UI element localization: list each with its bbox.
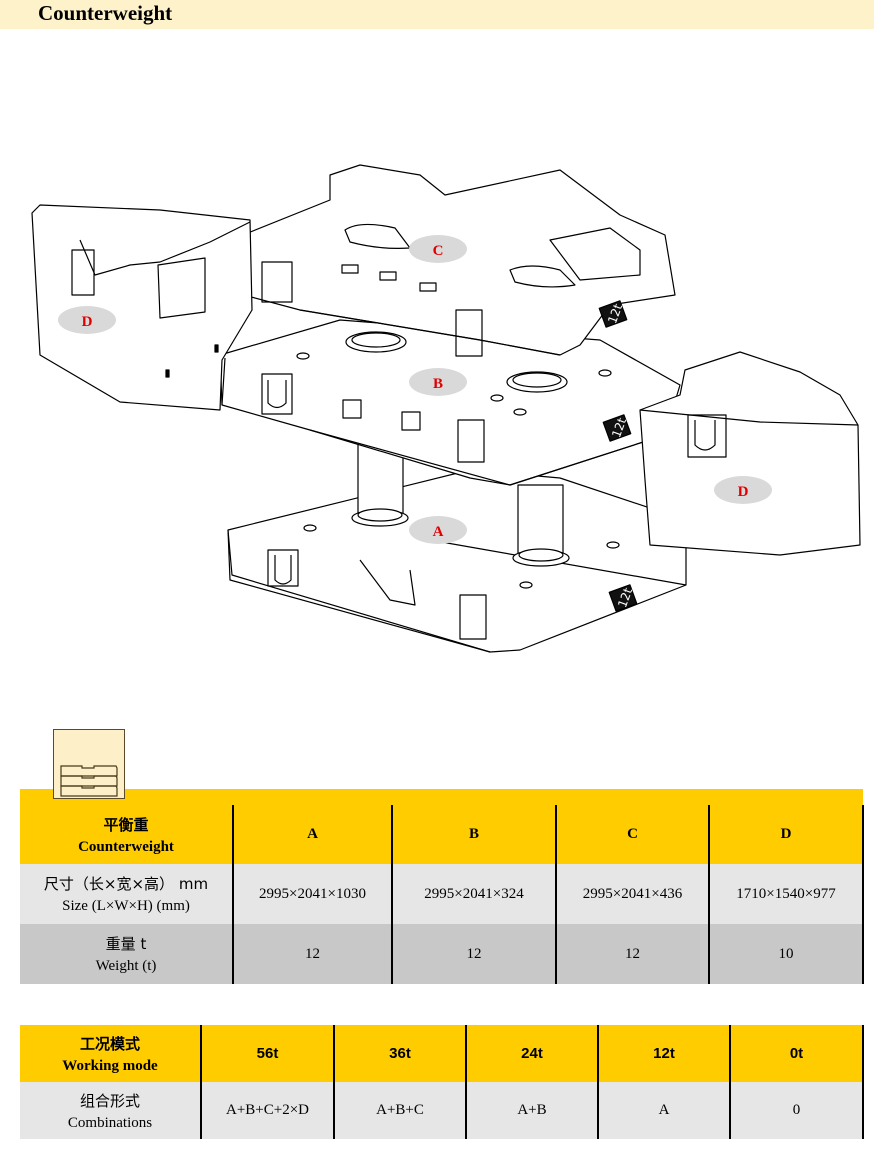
svg-text:12t: 12t: [609, 416, 629, 440]
counterweight-d-left: [31, 204, 253, 411]
table-cell: A+B: [466, 1082, 599, 1139]
row-label-cell: 尺寸（长×宽×高） mm Size (L×W×H) (mm): [20, 864, 234, 924]
counterweight-illustration: 12t: [0, 150, 874, 670]
counterweight-table: 平衡重 Counterweight A B C D 尺寸（长×宽×高） mm S…: [20, 805, 864, 984]
row-label-zh: 组合形式: [79, 1091, 140, 1110]
header-cell: 24t: [466, 1025, 599, 1082]
header-label-cell: 工况模式 Working mode: [20, 1025, 202, 1082]
table-cell: 2995×2041×324: [392, 864, 557, 924]
plate-b: 12t: [219, 319, 681, 486]
header-cell: A: [233, 805, 393, 864]
callout-b: B: [409, 368, 467, 396]
row-label-cell: 组合形式 Combinations: [20, 1082, 202, 1139]
table-row: 尺寸（长×宽×高） mm Size (L×W×H) (mm) 2995×2041…: [20, 864, 864, 924]
row-label-zh: 尺寸（长×宽×高） mm: [43, 875, 209, 893]
plate-mark-a: 12t: [608, 584, 638, 612]
row-label-en: Combinations: [67, 1114, 153, 1131]
callout-c: C: [409, 235, 467, 263]
counterweight-d-right: [639, 351, 861, 556]
table-cell: 12: [233, 924, 393, 984]
table-cell: 2995×2041×1030: [233, 864, 393, 924]
header-label-zh: 工况模式: [79, 1034, 140, 1053]
section-title: Counterweight: [38, 1, 173, 25]
table-cell: 10: [709, 924, 864, 984]
table-cell: 1710×1540×977: [709, 864, 864, 924]
svg-text:12t: 12t: [605, 302, 625, 326]
section-title-bar: Counterweight: [0, 0, 874, 29]
working-mode-table: 工况模式 Working mode 56t 36t 24t 12t 0t 组合形…: [20, 1025, 864, 1139]
table-row: 组合形式 Combinations A+B+C+2×D A+B+C A+B A …: [20, 1082, 864, 1139]
row-label-en: Weight (t): [95, 958, 157, 974]
header-cell: 36t: [334, 1025, 467, 1082]
table-cell: A+B+C: [334, 1082, 467, 1139]
header-cell: 56t: [201, 1025, 335, 1082]
callout-d-left: D: [58, 306, 116, 334]
row-label-zh: 重量 t: [105, 935, 147, 953]
header-cell: 0t: [730, 1025, 864, 1082]
table-row: 重量 t Weight (t) 12 12 12 10: [20, 924, 864, 984]
plate-mark-b: 12t: [602, 414, 632, 442]
row-label-en: Size (L×W×H) (mm): [62, 898, 190, 914]
svg-text:12t: 12t: [615, 586, 635, 610]
table-top-strip: [20, 789, 863, 805]
plate-mark-c: 12t: [598, 300, 628, 328]
svg-text:A: A: [433, 524, 444, 540]
row-label-cell: 重量 t Weight (t): [20, 924, 234, 984]
header-cell: 12t: [598, 1025, 731, 1082]
table-header-row: 平衡重 Counterweight A B C D: [20, 805, 864, 864]
table-cell: A: [598, 1082, 731, 1139]
header-label-en: Counterweight: [78, 838, 174, 855]
header-cell: D: [709, 805, 864, 864]
header-cell: B: [392, 805, 557, 864]
table-cell: 0: [730, 1082, 864, 1139]
table-cell: 2995×2041×436: [556, 864, 710, 924]
header-label-zh: 平衡重: [103, 815, 149, 834]
stacked-plates-icon: [53, 729, 125, 799]
table-cell: 12: [556, 924, 710, 984]
plate-a: 12t: [227, 469, 687, 653]
svg-text:C: C: [433, 243, 444, 259]
header-cell: C: [556, 805, 710, 864]
callout-a: A: [409, 516, 467, 544]
table-cell: A+B+C+2×D: [201, 1082, 335, 1139]
svg-text:D: D: [738, 484, 749, 500]
header-label-cell: 平衡重 Counterweight: [20, 805, 234, 864]
table-cell: 12: [392, 924, 557, 984]
svg-text:B: B: [433, 376, 443, 392]
table-header-row: 工况模式 Working mode 56t 36t 24t 12t 0t: [20, 1025, 864, 1082]
svg-text:D: D: [82, 314, 93, 330]
header-label-en: Working mode: [62, 1057, 158, 1074]
callout-d-right: D: [714, 476, 772, 504]
